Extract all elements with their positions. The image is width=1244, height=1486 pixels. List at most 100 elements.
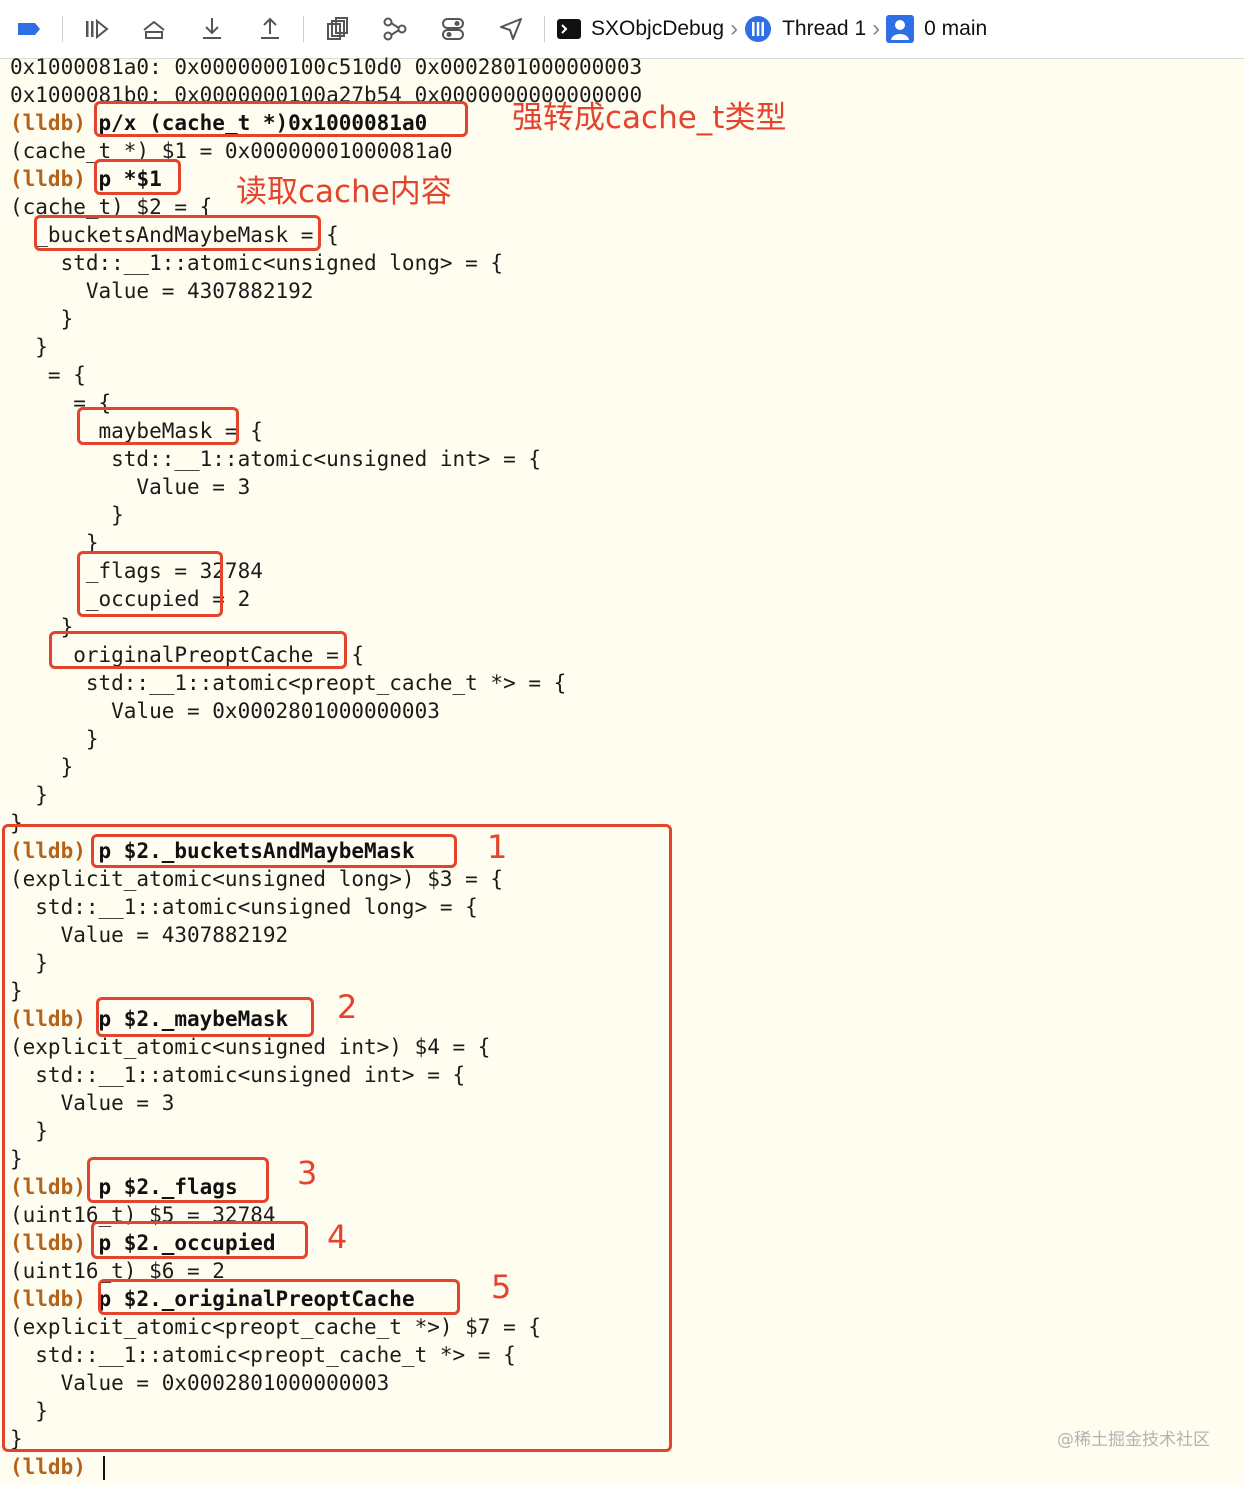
lldb-console[interactable]: 0x1000081a0: 0x0000000100c510d0 0x000280… (0, 55, 1244, 1486)
annotation-number: 4 (327, 1218, 348, 1256)
user-frame-icon (886, 15, 915, 43)
toolbar-separator (544, 16, 545, 42)
lldb-command: p $2._flags (98, 1175, 238, 1199)
annotation-box (91, 834, 457, 868)
output-text: } (10, 503, 124, 527)
console-output-line: Value = 4307882192 (10, 921, 289, 949)
lldb-prompt: (lldb) (10, 1287, 86, 1311)
console-command-line: (lldb) p $2._maybeMask (10, 1005, 288, 1033)
breadcrumb: SXObjcDebug › Thread 1 › 0 main (557, 15, 987, 43)
annotation-box (77, 407, 239, 445)
output-text: } (10, 783, 48, 807)
output-text: Value = 0x0002801000000003 (10, 699, 440, 723)
output-text: _maybeMask = { (10, 419, 263, 443)
annotation-box (98, 1279, 460, 1315)
continue-icon[interactable] (82, 15, 110, 43)
output-text: } (10, 1399, 48, 1423)
annotation-box (94, 159, 181, 195)
output-text: std::__1::atomic<preopt_cache_t *> = { (10, 1343, 516, 1367)
annotation-box (87, 1157, 269, 1203)
output-text: } (10, 335, 48, 359)
simulate-location-icon[interactable] (497, 15, 525, 43)
console-command-line: (lldb) p/x (cache_t *)0x1000081a0 (10, 109, 427, 137)
console-output-line: } (10, 529, 99, 557)
console-output-line: } (10, 781, 48, 809)
annotation-cast-note: 强转成cache_t类型 (512, 100, 787, 136)
output-text: Value = 0x0002801000000003 (10, 1371, 390, 1395)
console-output-line: (explicit_atomic<preopt_cache_t *>) $7 =… (10, 1313, 541, 1341)
output-text: Value = 3 (10, 475, 251, 499)
output-text: } (10, 307, 74, 331)
console-output-line: Value = 4307882192 (10, 277, 314, 305)
output-text: _originalPreoptCache = { (10, 643, 365, 667)
console-command-line: (lldb) p *$1 (10, 165, 162, 193)
console-output-line: } (10, 977, 23, 1005)
console-output-line: (cache_t *) $1 = 0x00000001000081a0 (10, 137, 453, 165)
console-output-line: std::__1::atomic<unsigned long> = { (10, 893, 478, 921)
lldb-command: p $2._maybeMask (98, 1007, 289, 1031)
step-into-icon[interactable] (198, 15, 226, 43)
output-text: } (10, 755, 74, 779)
output-text: std::__1::atomic<unsigned long> = { (10, 895, 478, 919)
annotation-box (94, 101, 468, 137)
console-output-line: _maybeMask = { (10, 417, 263, 445)
text-cursor (102, 1456, 105, 1480)
breadcrumb-frame[interactable]: 0 main (924, 17, 988, 40)
output-text: } (10, 951, 48, 975)
annotation-read-note: 读取cache内容 (236, 174, 452, 210)
output-text: } (10, 727, 99, 751)
chevron-right-icon: › (872, 15, 881, 42)
console-output-line: 0x1000081a0: 0x0000000100c510d0 0x000280… (10, 53, 642, 81)
lldb-prompt: (lldb) (10, 1231, 86, 1255)
console-output-line: Value = 3 (10, 1089, 175, 1117)
output-text: _occupied = 2 (10, 587, 251, 611)
lldb-command: p/x (cache_t *)0x1000081a0 (98, 111, 428, 135)
step-over-icon[interactable] (140, 15, 168, 43)
console-output-line: Value = 0x0002801000000003 (10, 697, 440, 725)
environment-overrides-icon[interactable] (439, 15, 467, 43)
console-output-line: } (10, 305, 74, 333)
terminal-icon (557, 19, 581, 39)
output-text: 0x1000081a0: 0x0000000100c510d0 0x000280… (10, 55, 643, 79)
console-command-line: (lldb) p $2._bucketsAndMaybeMask (10, 837, 415, 865)
memory-graph-icon[interactable] (381, 15, 409, 43)
console-output-line: (explicit_atomic<unsigned long>) $3 = { (10, 865, 503, 893)
console-output-line: } (10, 725, 99, 753)
output-text: } (10, 1147, 23, 1171)
output-text: } (10, 1427, 23, 1451)
output-text: (cache_t *) $1 = 0x00000001000081a0 (10, 139, 453, 163)
annotation-box (91, 1221, 308, 1259)
output-text: std::__1::atomic<preopt_cache_t *> = { (10, 671, 567, 695)
console-command-line: (lldb) p $2._originalPreoptCache (10, 1285, 415, 1313)
console-output-line: } (10, 333, 48, 361)
console-output-line: } (10, 1397, 48, 1425)
view-hierarchy-icon[interactable] (323, 15, 351, 43)
debug-toolbar: SXObjcDebug › Thread 1 › 0 main (0, 0, 1244, 59)
lldb-command: p $2._bucketsAndMaybeMask (98, 839, 415, 863)
console-output-line: std::__1::atomic<unsigned int> = { (10, 1061, 465, 1089)
console-output-line: std::__1::atomic<unsigned long> = { (10, 249, 504, 277)
lldb-command: p $2._occupied (98, 1231, 276, 1255)
output-text: (explicit_atomic<unsigned int>) $4 = { (10, 1035, 491, 1059)
annotation-box (77, 551, 223, 617)
annotation-box (49, 631, 347, 669)
breakpoints-toggle-icon[interactable] (15, 15, 43, 43)
chevron-right-icon: › (730, 15, 739, 42)
annotation-number: 1 (487, 828, 508, 866)
output-text: (explicit_atomic<preopt_cache_t *>) $7 =… (10, 1315, 542, 1339)
lldb-prompt: (lldb) (10, 1455, 86, 1479)
output-text: = { (10, 363, 86, 387)
console-command-line: (lldb) p $2._occupied (10, 1229, 276, 1257)
console-output-line: = { (10, 361, 86, 389)
annotation-number: 5 (491, 1268, 512, 1306)
console-output-line: _bucketsAndMaybeMask = { (10, 221, 339, 249)
thread-icon (744, 15, 772, 43)
output-text: } (10, 531, 99, 555)
output-text: _bucketsAndMaybeMask = { (10, 223, 339, 247)
lldb-prompt: (lldb) (10, 111, 86, 135)
breadcrumb-thread[interactable]: Thread 1 (782, 17, 867, 40)
console-output-line: std::__1::atomic<unsigned int> = { (10, 445, 541, 473)
annotation-number: 2 (337, 988, 358, 1026)
breadcrumb-scheme[interactable]: SXObjcDebug (591, 17, 725, 40)
step-out-icon[interactable] (256, 15, 284, 43)
